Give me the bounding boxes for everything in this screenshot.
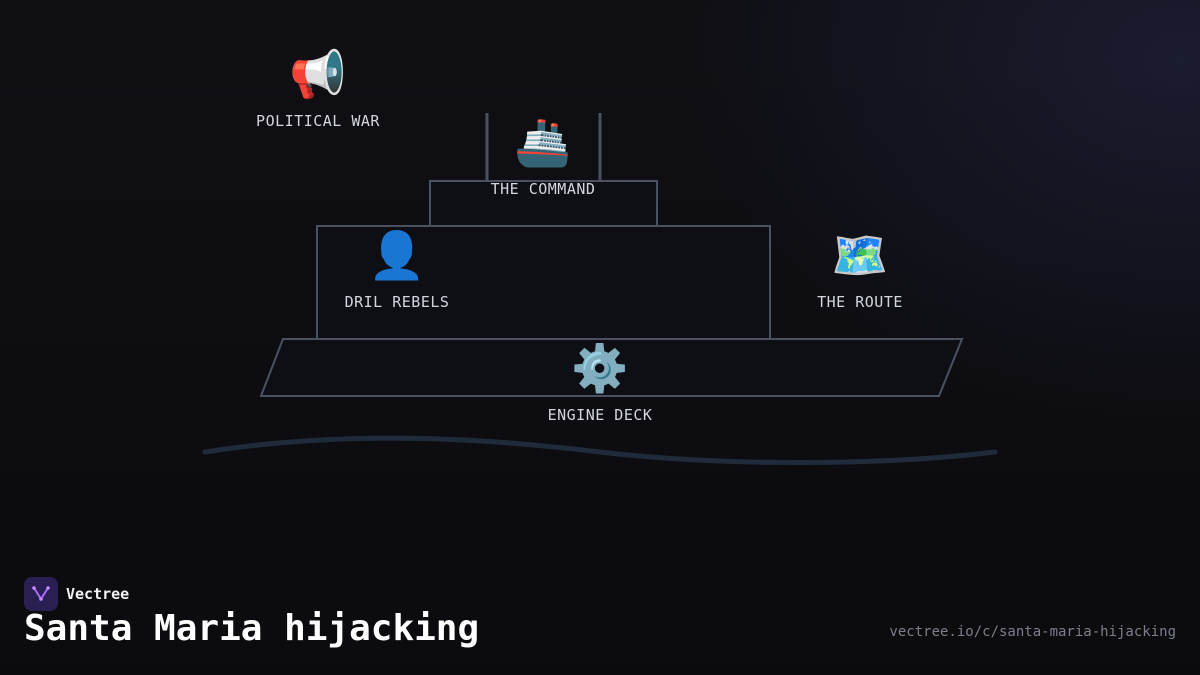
node-engine-deck: ⚙️ ENGINE DECK xyxy=(548,340,653,424)
node-the-route: 🗺️ THE ROUTE xyxy=(817,227,903,311)
page-title: Santa Maria hijacking xyxy=(24,608,480,649)
gear-icon: ⚙️ xyxy=(571,341,629,395)
ship-icon: 🚢 xyxy=(514,115,572,169)
node-label: THE COMMAND xyxy=(490,180,596,198)
bridge-deck xyxy=(429,180,658,227)
water-line xyxy=(202,435,998,465)
megaphone-icon: 📢 xyxy=(289,47,347,101)
source-url-link[interactable]: vectree.io/c/santa-maria-hijacking xyxy=(889,624,1176,640)
node-label: ENGINE DECK xyxy=(547,406,653,424)
map-icon: 🗺️ xyxy=(831,228,889,282)
node-label: THE ROUTE xyxy=(817,293,903,311)
brand-name: Vectree xyxy=(66,585,130,603)
node-the-command: 🚢 THE COMMAND xyxy=(491,114,596,198)
brand[interactable]: Vectree xyxy=(24,577,129,611)
person-icon: 👤 xyxy=(368,228,426,282)
hull xyxy=(259,338,964,397)
node-label: POLITICAL WAR xyxy=(256,112,380,130)
vectree-logo-icon xyxy=(24,577,58,611)
node-political-war: 📢 POLITICAL WAR xyxy=(256,46,380,130)
node-dril-rebels: 👤 DRIL REBELS xyxy=(345,227,450,311)
node-label: DRIL REBELS xyxy=(344,293,450,311)
